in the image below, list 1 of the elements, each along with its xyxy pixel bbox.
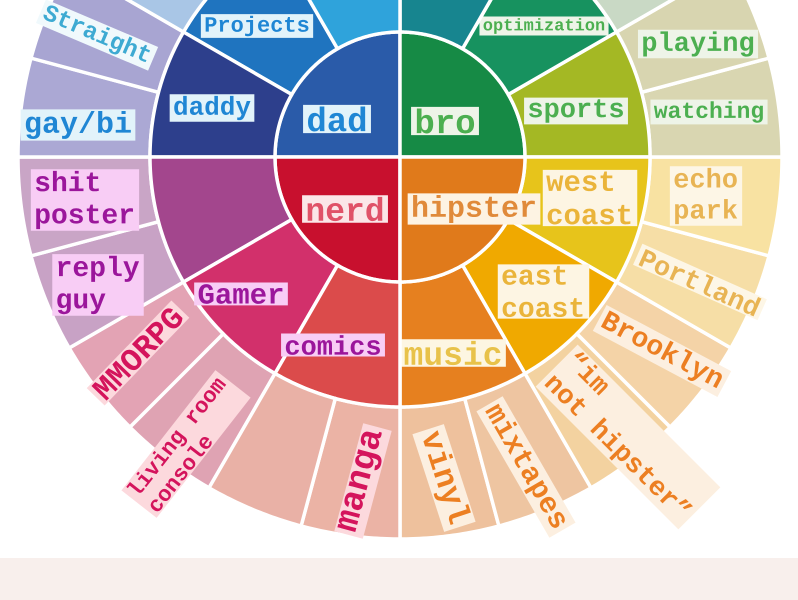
wheel-segment <box>148 155 294 284</box>
